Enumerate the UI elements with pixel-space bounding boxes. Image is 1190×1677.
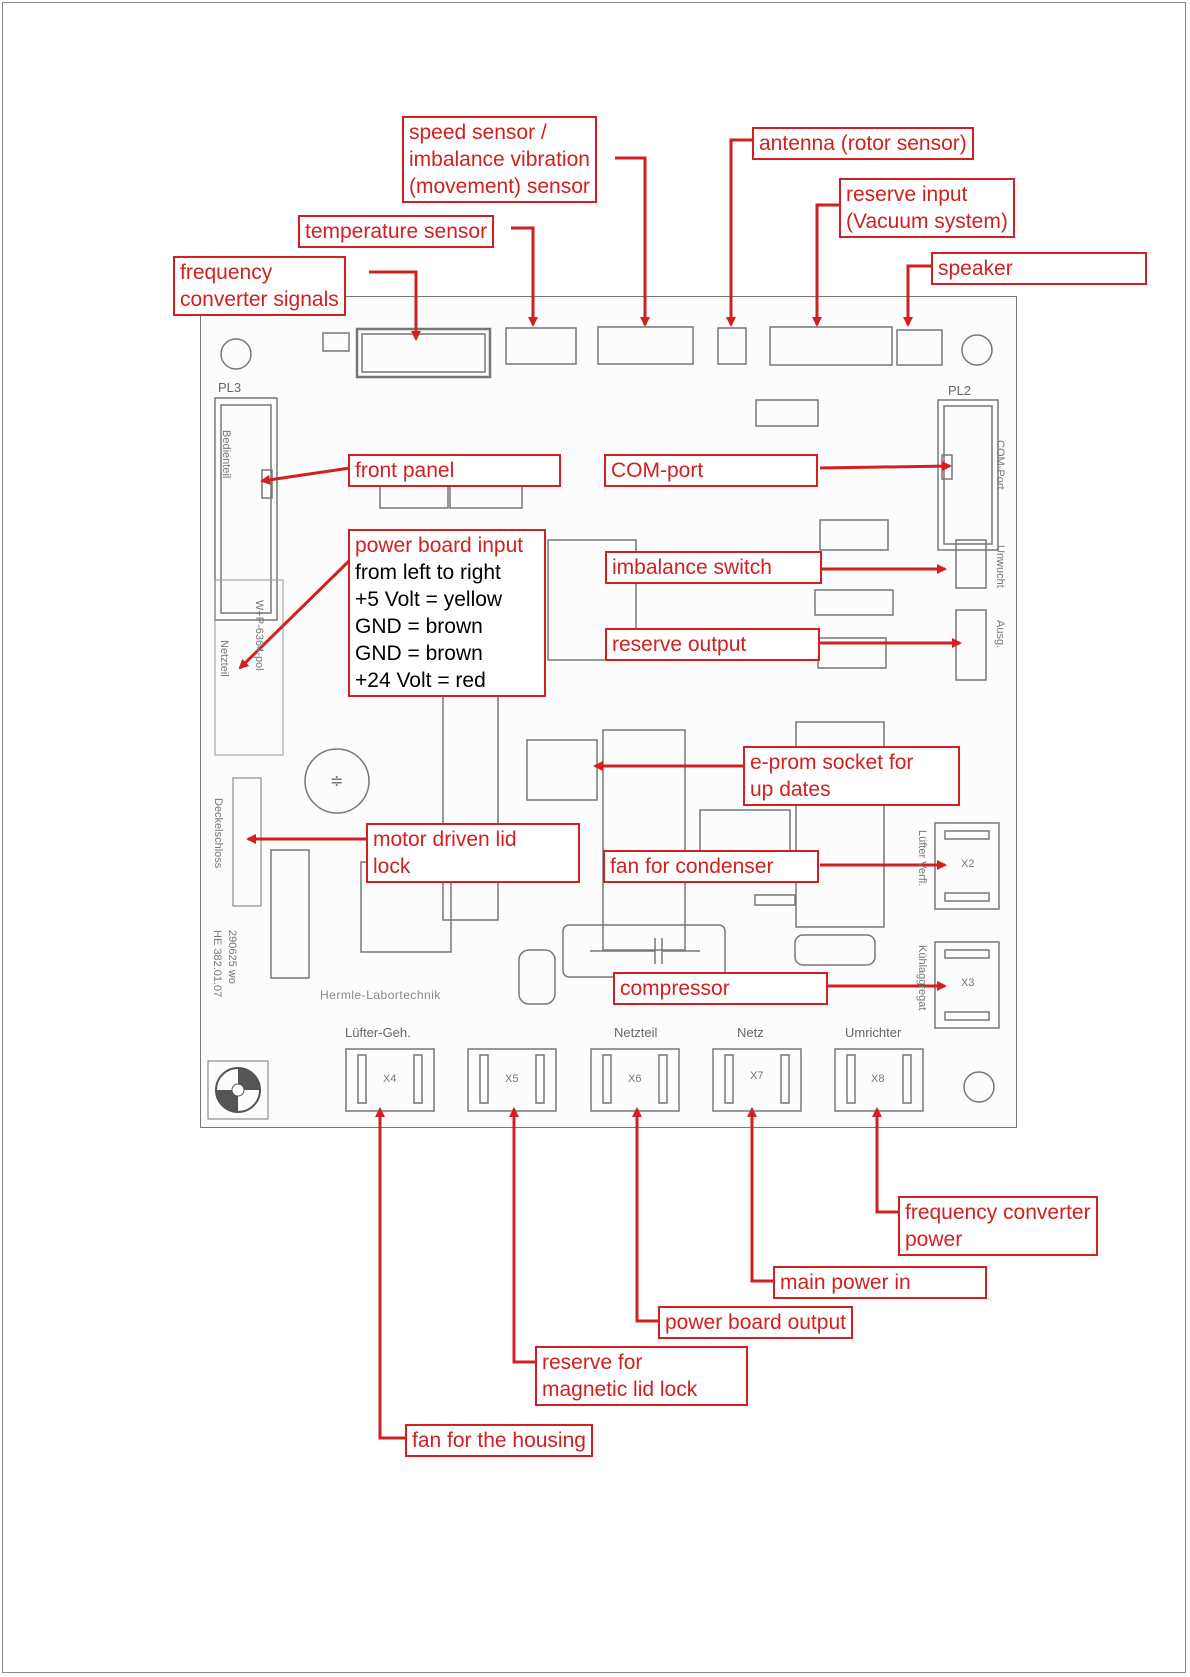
connector-pins bbox=[902, 1054, 912, 1104]
label-compressor: compressor bbox=[613, 972, 828, 1005]
pl2-connector bbox=[937, 399, 999, 551]
mount-hole bbox=[220, 338, 252, 370]
connector-pins bbox=[357, 1054, 367, 1104]
mount-hole bbox=[963, 1071, 995, 1103]
wp-pol-label: W+P-6364-pol bbox=[253, 600, 265, 671]
x8-id: X8 bbox=[871, 1073, 885, 1085]
brand-label: Hermle-Labortechnik bbox=[320, 988, 441, 1002]
leader-freq-power bbox=[872, 1107, 901, 1214]
date-label: 290625 wo bbox=[226, 930, 238, 984]
x6-id: X6 bbox=[628, 1073, 642, 1085]
leader-antenna bbox=[726, 138, 755, 327]
label-speed-sensor: speed sensor / imbalance vibration (move… bbox=[402, 116, 597, 203]
compressor-capacitor bbox=[518, 894, 876, 1005]
label-reserve-input: reserve input (Vacuum system) bbox=[839, 178, 1015, 238]
ausg-label: Ausg. bbox=[994, 620, 1006, 649]
netzteil-side-label: Netzteil bbox=[218, 640, 230, 677]
bedienteil-label: Bedienteil bbox=[220, 430, 232, 479]
leader-front-panel bbox=[260, 466, 351, 485]
netzteil-header bbox=[214, 579, 284, 756]
leader-fan-housing bbox=[375, 1107, 408, 1440]
label-speaker: speaker bbox=[931, 252, 1147, 285]
leader-reserve-input bbox=[812, 203, 842, 327]
pcb-board bbox=[200, 296, 1017, 1128]
x3-id: X3 bbox=[961, 977, 975, 989]
connector-pins bbox=[413, 1054, 423, 1104]
leader-speaker bbox=[903, 264, 934, 327]
label-motor-lid-lock: motor driven lid lock bbox=[366, 823, 580, 883]
hermle-logo bbox=[207, 1060, 269, 1120]
label-front-panel: front panel bbox=[348, 454, 561, 487]
label-eprom-socket: e-prom socket for up dates bbox=[743, 746, 960, 806]
connector-pins bbox=[658, 1054, 668, 1104]
label-freq-signals: frequency converter signals bbox=[173, 256, 346, 316]
bottom-conn-label: Umrichter bbox=[845, 1025, 902, 1040]
label-com-port: COM-port bbox=[604, 454, 818, 487]
label-freq-power: frequency converter power bbox=[898, 1196, 1098, 1256]
label-fan-housing: fan for the housing bbox=[405, 1424, 593, 1457]
bottom-conn-label: Netz bbox=[737, 1025, 764, 1040]
connector-pins bbox=[535, 1054, 545, 1104]
label-imbalance-switch: imbalance switch bbox=[605, 551, 822, 584]
kuehlaggregat-label: Kühlaggregat bbox=[916, 945, 928, 1011]
bottom-conn-label: Netzteil bbox=[614, 1025, 658, 1040]
label-power-board-output: power board output bbox=[658, 1306, 853, 1339]
unwucht-label: Unwucht bbox=[994, 545, 1006, 588]
x2-id: X2 bbox=[961, 858, 975, 870]
label-fan-condenser: fan for condenser bbox=[603, 850, 819, 883]
leader-power-input bbox=[238, 558, 352, 670]
leader-reserve-magnetic bbox=[509, 1107, 538, 1364]
pl3-label: PL3 bbox=[218, 380, 242, 395]
connector-pins bbox=[479, 1054, 489, 1104]
label-reserve-output: reserve output bbox=[605, 628, 820, 661]
leader-main-power bbox=[747, 1107, 776, 1283]
bottom-conn-label: Lüfter-Geh. bbox=[345, 1025, 411, 1040]
deckelschloss-label: Deckelschloss bbox=[212, 798, 224, 869]
mount-hole bbox=[961, 334, 993, 366]
serial-label: HE 382.01.07 bbox=[211, 930, 223, 998]
x5-id: X5 bbox=[505, 1073, 519, 1085]
bottom-connector-7 bbox=[712, 1048, 802, 1112]
label-main-power-in: main power in bbox=[773, 1266, 987, 1299]
leader-power-output bbox=[632, 1107, 660, 1323]
leader-com-port bbox=[819, 461, 952, 472]
x4-id: X4 bbox=[383, 1073, 397, 1085]
label-reserve-magnetic: reserve for magnetic lid lock bbox=[535, 1346, 748, 1406]
top-connectors bbox=[322, 326, 943, 379]
pl2-label: PL2 bbox=[948, 383, 972, 398]
label-temperature-sensor: temperature sensor bbox=[298, 215, 495, 248]
capacitor bbox=[304, 748, 370, 814]
com-port-board-label: COM-Port bbox=[994, 440, 1006, 490]
leader-speed bbox=[615, 156, 650, 327]
label-power-board-input: power board input from left to right +5 … bbox=[348, 529, 546, 697]
luefter-verfl-label: Lüfter Verfl. bbox=[916, 830, 928, 887]
connector-pins bbox=[602, 1054, 612, 1104]
leader-lines bbox=[238, 138, 962, 1440]
deckelschloss-header bbox=[232, 777, 262, 907]
connector-pins bbox=[846, 1054, 856, 1104]
leader-freq-signals bbox=[369, 270, 421, 341]
leader-temperature bbox=[511, 226, 538, 327]
bottom-connector-4 bbox=[345, 1048, 435, 1112]
pl3-connector bbox=[214, 397, 278, 621]
connector-pins bbox=[780, 1054, 790, 1104]
connector-pins bbox=[724, 1054, 734, 1104]
svg-text:≑: ≑ bbox=[330, 773, 343, 790]
label-antenna: antenna (rotor sensor) bbox=[752, 127, 974, 160]
x7-id: X7 bbox=[750, 1070, 764, 1082]
